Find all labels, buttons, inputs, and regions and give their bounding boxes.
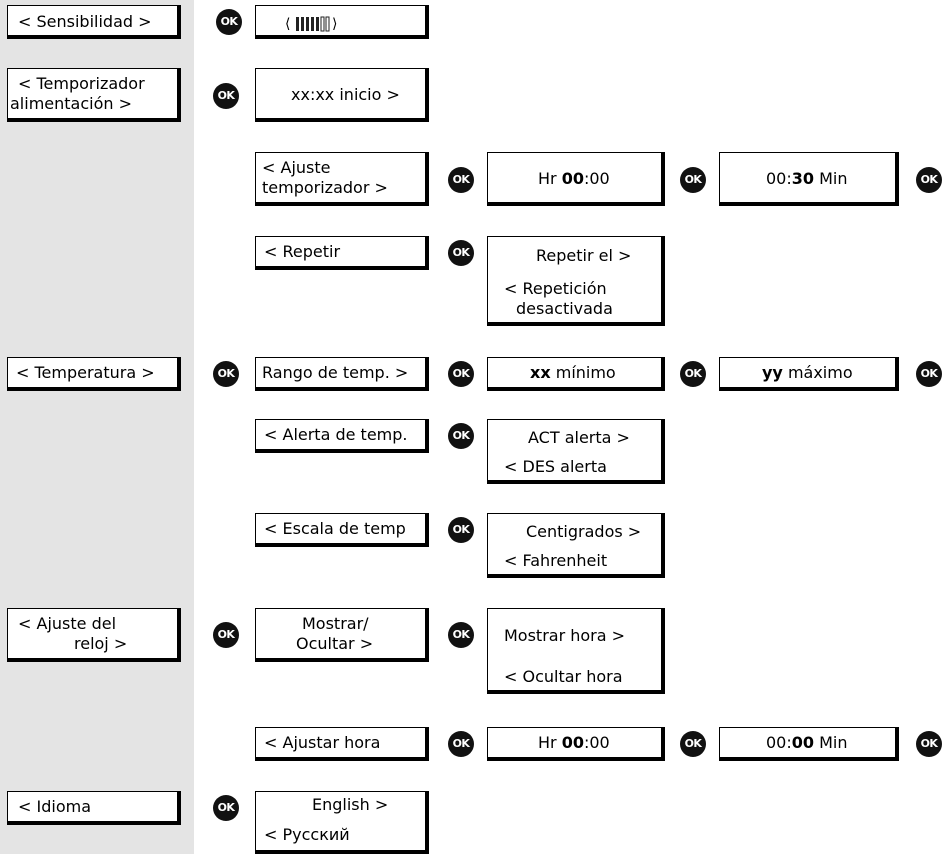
- clock-minute-box[interactable]: 00:00 Min: [719, 727, 899, 761]
- language-options-box[interactable]: English > < Русский: [255, 791, 429, 854]
- svg-text:⟨: ⟨: [285, 16, 290, 32]
- ok-icon[interactable]: OK: [680, 361, 706, 387]
- timer-adjust-box[interactable]: < Ajuste temporizador >: [255, 152, 429, 206]
- ok-icon[interactable]: OK: [448, 167, 474, 193]
- ok-icon[interactable]: OK: [213, 795, 239, 821]
- menu-temporizador-line1: < Temporizador: [18, 74, 145, 93]
- ok-icon[interactable]: OK: [448, 240, 474, 266]
- ok-icon[interactable]: OK: [448, 517, 474, 543]
- alert-off-option[interactable]: < DES alerta: [504, 457, 607, 476]
- menu-idioma[interactable]: < Idioma: [7, 791, 181, 825]
- ok-icon[interactable]: OK: [213, 361, 239, 387]
- menu-sensibilidad[interactable]: < Sensibilidad >: [7, 5, 181, 39]
- ok-icon[interactable]: OK: [680, 167, 706, 193]
- repeat-off-option-line1[interactable]: < Repetición: [504, 279, 607, 298]
- show-hide-line2: Ocultar >: [296, 634, 374, 653]
- fahrenheit-option[interactable]: < Fahrenheit: [504, 551, 608, 570]
- ok-icon[interactable]: OK: [448, 622, 474, 648]
- timer-minute-value: 00:30 Min: [766, 169, 848, 188]
- menu-temporizador[interactable]: < Temporizador alimentación >: [7, 68, 181, 122]
- ok-icon[interactable]: OK: [448, 361, 474, 387]
- alert-on-option[interactable]: ACT alerta >: [528, 428, 630, 447]
- menu-ajuste-reloj-line1: < Ajuste del: [18, 614, 117, 633]
- timer-hour-box[interactable]: Hr 00:00: [487, 152, 665, 206]
- menu-ajuste-reloj-line2: reloj >: [74, 634, 128, 653]
- ok-icon[interactable]: OK: [448, 731, 474, 757]
- show-hide-options-box[interactable]: Mostrar hora > < Ocultar hora: [487, 608, 665, 694]
- celsius-option[interactable]: Centigrados >: [526, 522, 642, 541]
- timer-adjust-line2: temporizador >: [262, 178, 388, 197]
- temp-min-box[interactable]: xx mínimo: [487, 357, 665, 391]
- timer-minute-box[interactable]: 00:30 Min: [719, 152, 899, 206]
- timer-hour-value: Hr 00:00: [538, 169, 610, 188]
- ok-icon[interactable]: OK: [680, 731, 706, 757]
- repeat-on-option[interactable]: Repetir el >: [536, 246, 632, 265]
- menu-sidebar: [0, 0, 194, 854]
- hide-clock-option[interactable]: < Ocultar hora: [504, 667, 623, 686]
- menu-sensibilidad-label: < Sensibilidad >: [18, 12, 152, 31]
- set-time-box[interactable]: < Ajustar hora: [255, 727, 429, 761]
- menu-temperatura[interactable]: < Temperatura >: [7, 357, 181, 391]
- set-time-label: < Ajustar hora: [264, 733, 381, 752]
- temp-max-box[interactable]: yy máximo: [719, 357, 899, 391]
- menu-temporizador-line2: alimentación >: [10, 94, 133, 113]
- svg-text:⟩: ⟩: [332, 16, 337, 32]
- timer-adjust-line1: < Ajuste: [262, 158, 331, 177]
- temp-scale-box[interactable]: < Escala de temp: [255, 513, 429, 547]
- temp-alert-box[interactable]: < Alerta de temp.: [255, 419, 429, 453]
- english-option[interactable]: English >: [312, 795, 389, 814]
- temp-range-label: Rango de temp. >: [262, 363, 409, 382]
- ok-icon[interactable]: OK: [916, 731, 942, 757]
- menu-ajuste-reloj[interactable]: < Ajuste del reloj >: [7, 608, 181, 662]
- show-hide-box[interactable]: Mostrar/ Ocultar >: [255, 608, 429, 662]
- show-clock-option[interactable]: Mostrar hora >: [504, 626, 626, 645]
- temp-range-box[interactable]: Rango de temp. >: [255, 357, 429, 391]
- temp-alert-options-box[interactable]: ACT alerta > < DES alerta: [487, 419, 665, 484]
- temp-min-value: xx mínimo: [530, 363, 616, 382]
- ok-icon[interactable]: OK: [916, 167, 942, 193]
- clock-minute-value: 00:00 Min: [766, 733, 848, 752]
- repeat-label: < Repetir: [264, 242, 341, 261]
- menu-temperatura-label: < Temperatura >: [16, 363, 155, 382]
- repeat-options-box[interactable]: Repetir el > < Repetición desactivada: [487, 236, 665, 326]
- clock-hour-value: Hr 00:00: [538, 733, 610, 752]
- sensitivity-bars-icon: ⟨ ⟩: [285, 16, 337, 32]
- ok-icon[interactable]: OK: [213, 83, 239, 109]
- temp-scale-options-box[interactable]: Centigrados > < Fahrenheit: [487, 513, 665, 578]
- russian-option[interactable]: < Русский: [264, 825, 350, 844]
- timer-start-box[interactable]: xx:xx inicio >: [255, 68, 429, 122]
- sensitivity-level-display: ⟨ ⟩: [255, 5, 429, 39]
- timer-start-label: xx:xx inicio >: [291, 85, 400, 104]
- ok-icon[interactable]: OK: [216, 9, 242, 35]
- ok-icon[interactable]: OK: [916, 361, 942, 387]
- show-hide-line1: Mostrar/: [302, 614, 369, 633]
- temp-scale-label: < Escala de temp: [264, 519, 406, 538]
- temp-alert-label: < Alerta de temp.: [264, 425, 408, 444]
- menu-idioma-label: < Idioma: [18, 797, 91, 816]
- clock-hour-box[interactable]: Hr 00:00: [487, 727, 665, 761]
- ok-icon[interactable]: OK: [448, 423, 474, 449]
- ok-icon[interactable]: OK: [213, 622, 239, 648]
- repeat-box[interactable]: < Repetir: [255, 236, 429, 270]
- temp-max-value: yy máximo: [762, 363, 853, 382]
- repeat-off-option-line2: desactivada: [516, 299, 613, 318]
